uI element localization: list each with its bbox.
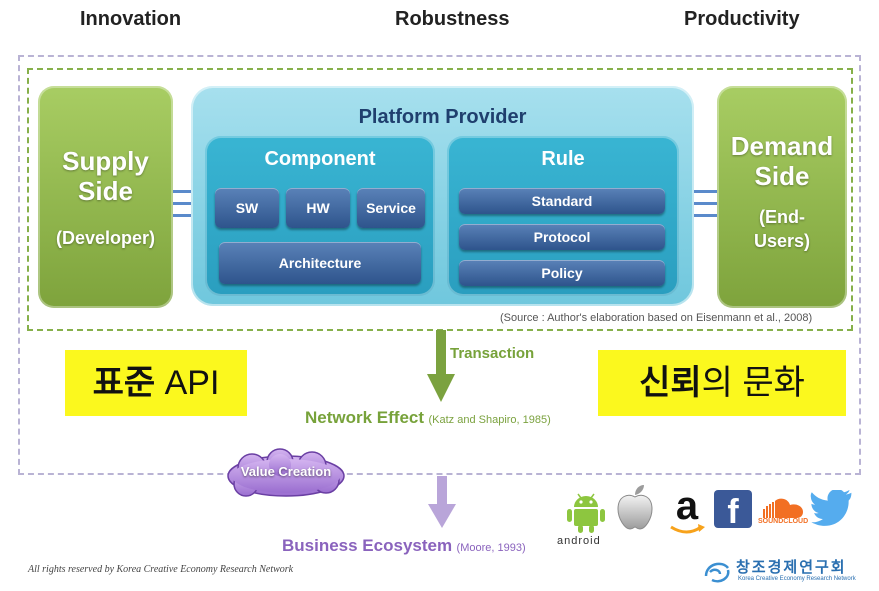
rule-title: Rule: [541, 148, 585, 170]
network-effect-citation: (Katz and Shapiro, 1985): [428, 414, 551, 426]
supply-side-box: Supply Side (Developer): [38, 86, 173, 308]
component-service: Service: [357, 188, 425, 228]
android-icon: [567, 493, 605, 533]
component-hw: HW: [286, 188, 350, 228]
twitter-icon: [810, 490, 852, 526]
trust-culture-box: 신뢰의 문화: [598, 350, 846, 416]
ecosystem-frame: [18, 55, 861, 475]
demand-side-box: Demand Side (End- Users): [717, 86, 847, 308]
rule-standard: Standard: [459, 188, 665, 214]
supply-title-line2: Side: [78, 176, 133, 206]
network-effect-label: Network Effect: [305, 408, 425, 427]
connector-line: [172, 214, 194, 217]
component-sw: SW: [215, 188, 279, 228]
connector-line: [172, 202, 194, 205]
supply-title-line1: Supply: [62, 146, 149, 176]
amazon-logo: a: [675, 484, 699, 528]
footer-copyright: All rights reserved by Korea Creative Ec…: [28, 564, 294, 575]
rule-policy: Policy: [459, 260, 665, 286]
rule-protocol: Protocol: [459, 224, 665, 250]
soundcloud-text: SOUNDCLOUD: [758, 518, 809, 525]
org-swirl-icon: [704, 562, 730, 583]
soundcloud-icon: [763, 498, 803, 518]
header-productivity: Productivity: [684, 8, 800, 30]
platform-title: Platform Provider: [358, 106, 527, 128]
standard-api-bold: 표준: [92, 364, 156, 402]
demand-subtitle-line2: Users): [753, 231, 811, 251]
org-subtitle: Korea Creative Economy Research Network: [738, 576, 856, 582]
facebook-logo: f: [714, 490, 752, 531]
cloud-icon: [227, 448, 345, 497]
value-creation-label: Value Creation: [240, 464, 332, 479]
connector-line: [172, 190, 194, 193]
standard-api-box: 표준 API: [65, 350, 247, 416]
demand-title-line2: Side: [754, 161, 810, 191]
header-robustness: Robustness: [395, 8, 510, 30]
header-innovation: Innovation: [80, 8, 182, 30]
standard-api-rest: API: [155, 364, 220, 402]
connector-line: [692, 190, 718, 193]
transaction-label: Transaction: [450, 345, 535, 362]
trust-culture-bold: 신뢰: [639, 364, 702, 402]
connector-line: [692, 202, 718, 205]
amazon-smile-icon: [670, 524, 705, 534]
component-architecture: Architecture: [219, 242, 421, 284]
trust-culture-rest: 의 문화: [701, 364, 805, 402]
supply-subtitle: (Developer): [55, 228, 156, 248]
demand-title-line1: Demand: [730, 131, 834, 161]
demand-subtitle-line1: (End-: [759, 207, 805, 227]
value-creation-cloud: Value Creation: [222, 448, 350, 500]
transaction-arrow-icon: [427, 330, 455, 402]
source-note: (Source : Author's elaboration based on …: [500, 312, 813, 324]
business-ecosystem: Business Ecosystem (Moore, 1993): [282, 536, 526, 556]
org-name: 창조경제연구회: [736, 559, 847, 576]
component-panel: Component SW HW Service Architecture: [205, 136, 435, 296]
android-text: android: [557, 535, 601, 547]
apple-icon: [617, 485, 653, 530]
business-ecosystem-label: Business Ecosystem: [282, 536, 453, 555]
network-effect: Network Effect (Katz and Shapiro, 1985): [305, 408, 551, 428]
component-title: Component: [264, 148, 376, 170]
rule-panel: Rule Standard Protocol Policy: [447, 136, 679, 296]
platform-provider-box: Platform Provider Component SW HW Servic…: [191, 86, 694, 306]
business-ecosystem-citation: (Moore, 1993): [456, 542, 526, 554]
ecosystem-arrow-icon: [428, 476, 456, 528]
connector-line: [692, 214, 718, 217]
